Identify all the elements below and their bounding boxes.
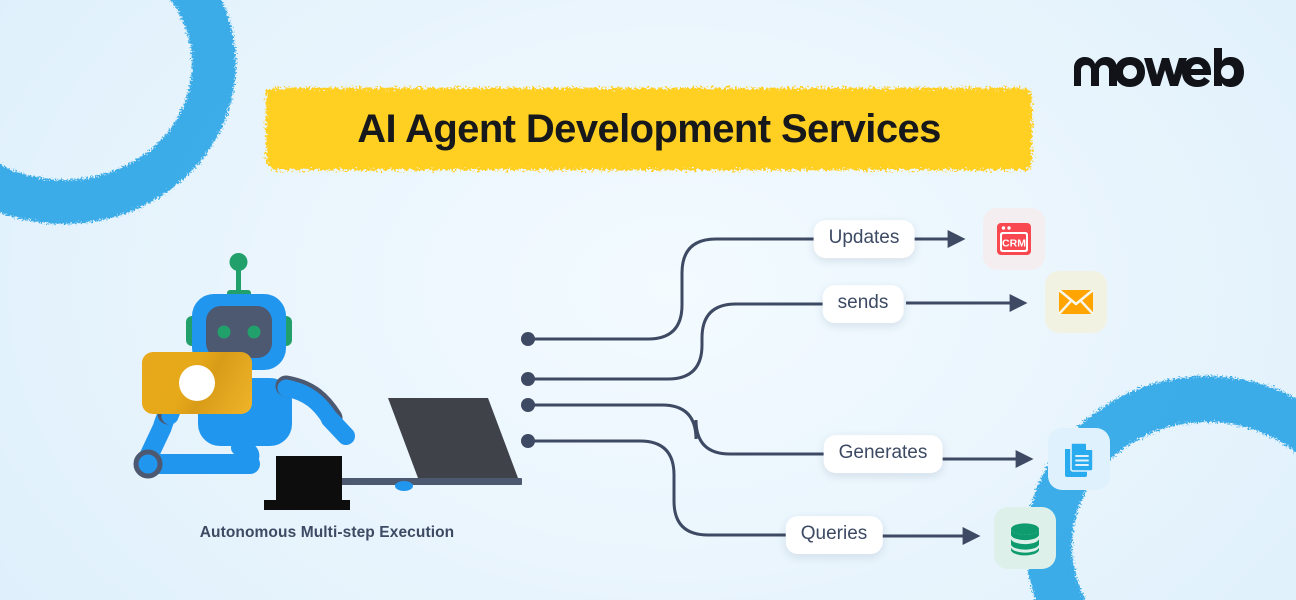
database-icon: [1011, 523, 1039, 556]
page-title: AI Agent Development Services: [266, 88, 1032, 170]
title-highlight-brush: [266, 88, 1032, 170]
documents-tile[interactable]: [1048, 428, 1110, 490]
crm-tile[interactable]: CRM: [983, 208, 1045, 270]
source-dot: [521, 332, 535, 346]
source-dot: [521, 372, 535, 386]
flow-label-queries[interactable]: Queries: [785, 516, 883, 554]
moweb-logo[interactable]: [1072, 48, 1248, 96]
robot-illustration-icon: [133, 253, 524, 510]
crm-window-icon: CRM: [997, 223, 1031, 255]
decorative-brush-ring-top-left: [0, 0, 236, 224]
play-button[interactable]: [179, 365, 215, 401]
page-title-text: AI Agent Development Services: [357, 106, 941, 151]
envelope-icon: [1058, 288, 1094, 315]
play-video-card[interactable]: [142, 352, 252, 414]
flow-label-updates[interactable]: Updates: [813, 220, 915, 258]
flow-label-generates[interactable]: Generates: [823, 435, 943, 473]
moweb-logo-icon: [1074, 48, 1244, 87]
flow-label-sends[interactable]: sends: [822, 285, 904, 323]
source-dot: [521, 434, 535, 448]
database-tile[interactable]: [994, 507, 1056, 569]
documents-icon: [1065, 442, 1094, 477]
illustration-caption: Autonomous Multi-step Execution: [199, 524, 455, 541]
robot-illustration: [132, 250, 524, 510]
play-icon: [192, 375, 206, 391]
crm-icon-label: CRM: [1002, 237, 1026, 249]
email-tile[interactable]: [1045, 271, 1107, 333]
source-dot: [521, 398, 535, 412]
